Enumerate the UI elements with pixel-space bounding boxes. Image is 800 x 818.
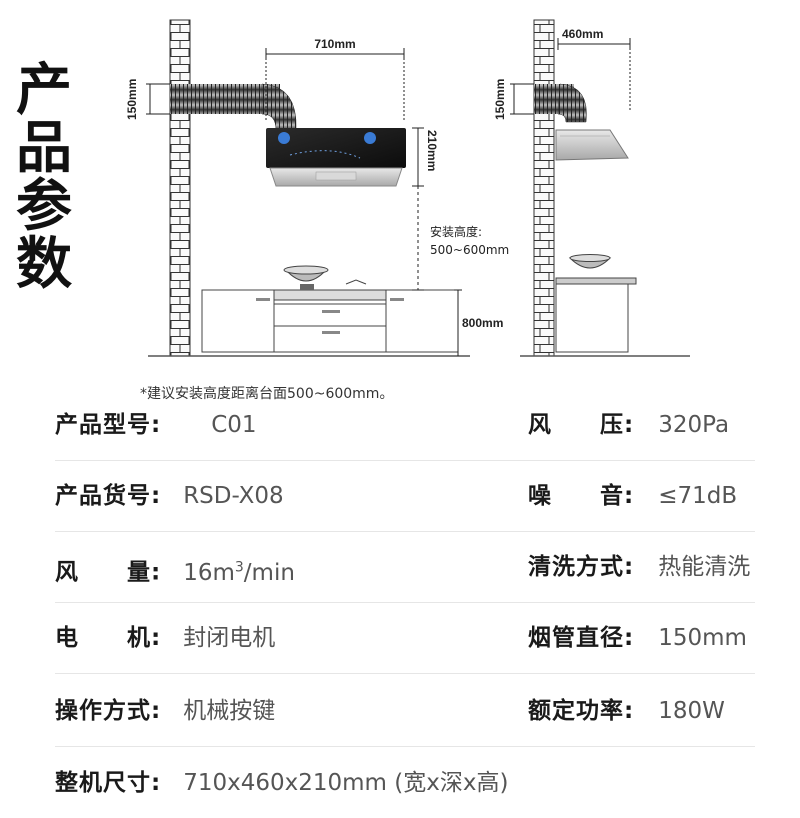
wok-and-stove-front [283,265,367,290]
spec-sku-label: 产品货号: [55,483,162,509]
spec-pressure: 风 压: 320Pa [528,390,729,460]
counter-height-label: 800mm [462,316,503,330]
depth-label: 460mm [562,27,603,41]
spec-noise-value: ≤71dB [658,483,738,509]
spec-control: 操作方式: 机械按键 [55,676,275,746]
range-hood-side [555,129,629,161]
spec-duct-label: 烟管直径: [528,625,635,651]
spec-airflow-value-base: 16m [183,559,235,586]
installation-diagram: 710mm 460mm 150mm 150mm 210mm 800mm 安装高度… [125,19,690,357]
spec-control-value: 机械按键 [183,698,276,724]
spec-row-1: 产品型号: C01 风 压: 320Pa [55,390,755,461]
spec-row-4: 电 机: 封闭电机 烟管直径: 150mm [55,603,755,674]
spec-noise-label: 噪 音: [528,483,635,509]
spec-row-5: 操作方式: 机械按键 额定功率: 180W [55,676,755,747]
duct-height-right-label: 150mm [493,79,507,120]
spec-size: 整机尺寸: 710x460x210mm (宽x深x高) [55,748,508,818]
hood-height-label: 210mm [425,130,439,171]
spec-cleaning: 清洗方式: 热能清洗 [528,532,750,602]
title-char: 参 [16,174,72,239]
spec-row-2: 产品货号: RSD-X08 噪 音: ≤71dB [55,461,755,532]
right-brick-wall [533,19,555,357]
installation-note: *建议安装高度距离台面500~600mm。 [140,386,394,402]
title-char: 数 [16,232,72,297]
right-exhaust-duct [534,83,587,123]
left-exhaust-duct [170,83,297,131]
spec-sku: 产品货号: RSD-X08 [55,461,284,531]
spec-model-label: 产品型号: [55,412,162,438]
spec-airflow-value-sup: 3 [234,559,244,575]
spec-airflow-value: 16m3/min [183,559,295,586]
page-title: 产 品 参 数 [12,62,76,294]
spec-size-value: 710x460x210mm (宽x深x高) [183,770,509,796]
spec-row-6: 整机尺寸: 710x460x210mm (宽x深x高) [55,748,755,818]
front-cabinet [201,289,459,353]
spec-model: 产品型号: C01 [55,390,257,460]
side-cabinet [555,254,637,353]
spec-motor-value: 封闭电机 [183,625,276,651]
range-hood-front [266,128,406,187]
spec-model-value: C01 [211,412,257,438]
spec-motor: 电 机: 封闭电机 [55,603,275,673]
spec-airflow-label: 风 量: [55,559,162,586]
spec-size-label: 整机尺寸: [55,770,162,796]
duct-height-left-label: 150mm [125,79,139,120]
spec-control-label: 操作方式: [55,698,162,724]
spec-cleaning-value: 热能清洗 [658,554,751,580]
front-width-label: 710mm [314,37,355,51]
spec-cleaning-label: 清洗方式: [528,554,635,580]
spec-motor-label: 电 机: [55,625,162,651]
spec-power-value: 180W [658,698,725,724]
spec-power-label: 额定功率: [528,698,635,724]
spec-pressure-label: 风 压: [528,412,635,438]
left-brick-wall [169,19,191,357]
spec-row-3: 风 量: 16m3/min 清洗方式: 热能清洗 [55,532,755,603]
spec-airflow-value-unit: /min [243,559,295,586]
spec-noise: 噪 音: ≤71dB [528,461,737,531]
spec-airflow: 风 量: 16m3/min [55,532,295,602]
spec-sku-value: RSD-X08 [183,483,284,509]
spec-power: 额定功率: 180W [528,676,725,746]
spec-pressure-value: 320Pa [658,412,730,438]
spec-duct-value: 150mm [658,625,747,651]
title-char: 品 [16,116,72,181]
install-height-value: 500~600mm [430,243,509,257]
install-height-label: 安装高度: [430,224,482,239]
spec-duct: 烟管直径: 150mm [528,603,747,673]
title-char: 产 [16,58,72,123]
